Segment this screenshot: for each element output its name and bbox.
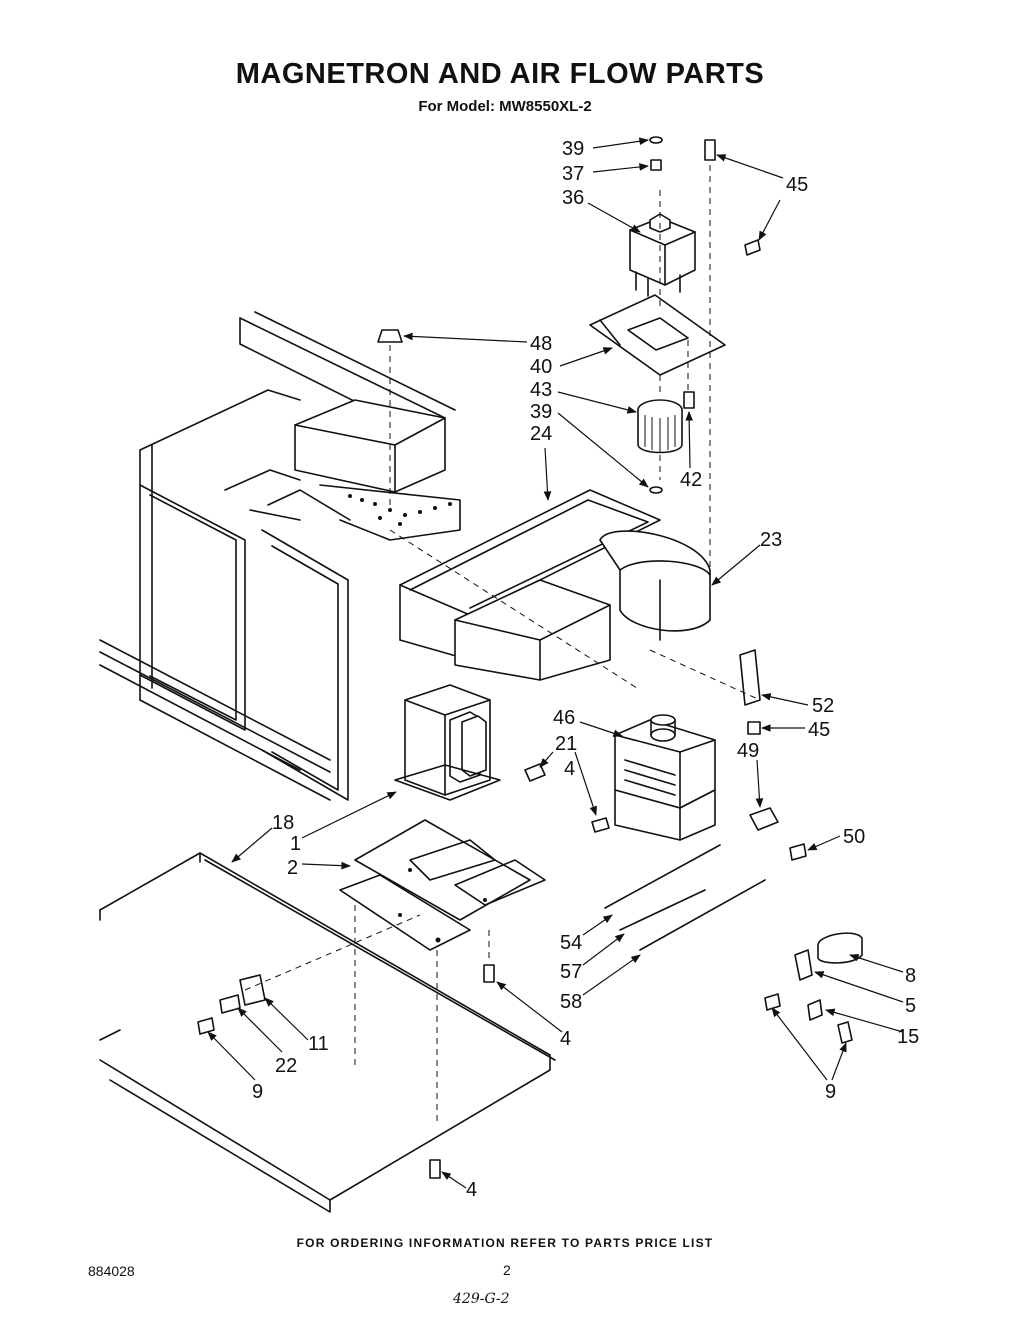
handwritten-note: 429-G-2 [453,1291,510,1307]
callout-54: 54 [560,932,582,954]
callout-9-right: 9 [825,1081,836,1103]
callout-8: 8 [905,965,916,987]
callout-48: 48 [530,333,552,355]
nut-48 [377,329,403,343]
callout-58: 58 [560,991,582,1013]
blower-housing [454,530,711,681]
screw-42 [683,391,695,409]
capacitor-8 [817,932,863,964]
transformer-base-plate [339,819,546,951]
clip-39-bottom [649,486,663,494]
ordering-note: FOR ORDERING INFORMATION REFER TO PARTS … [296,1236,714,1250]
oven-door-window [139,469,351,801]
callout-4-lower: 4 [560,1028,571,1050]
model-subtitle: For Model: MW8550XL-2 [418,98,592,115]
callout-49: 49 [737,740,759,762]
callout-42: 42 [680,469,702,491]
magnetron [614,714,716,841]
callout-50: 50 [843,826,865,848]
callout-labels: 39 37 36 45 48 40 43 39 24 42 23 52 45 4… [252,138,919,1201]
switch-52 [739,649,761,706]
clip-21 [524,763,546,782]
callout-52: 52 [812,695,834,717]
callout-21: 21 [555,733,577,755]
callout-24: 24 [530,423,552,445]
document-number: 884028 [88,1263,135,1279]
fan-bracket [589,294,726,376]
screw-9-right-a [764,993,781,1011]
screw-4-mid [591,817,610,833]
callout-45-lower: 45 [808,719,830,741]
bracket-11 [239,974,266,1006]
callout-43: 43 [530,379,552,401]
diode-15 [807,999,823,1021]
screw-9-right-b [837,1021,853,1044]
callout-36: 36 [562,187,584,209]
callout-5: 5 [905,995,916,1017]
screw-50 [789,843,807,861]
control-shroud [294,399,461,541]
callout-37: 37 [562,163,584,185]
callout-18: 18 [272,812,294,834]
wire-57 [619,889,706,931]
callout-4-mid: 4 [564,758,575,780]
callout-4-bottom: 4 [466,1179,477,1201]
screw-45-lower [747,721,761,735]
callout-9-left: 9 [252,1081,263,1103]
screw-4-bottom [429,1159,441,1179]
hardware-parts [197,136,863,1179]
washer-37 [650,159,662,171]
callout-23: 23 [760,529,782,551]
callout-1: 1 [290,833,301,855]
capacitor-bracket-5 [794,949,813,981]
callout-15: 15 [897,1026,919,1048]
callout-2: 2 [287,857,298,879]
callout-45-top: 45 [786,174,808,196]
screw-4-lower [483,964,495,983]
callout-39-top: 39 [562,138,584,160]
page-title: MAGNETRON AND AIR FLOW PARTS [235,58,765,90]
thermal-cutout-49 [749,807,779,831]
oven-cabinet [99,311,456,801]
clip-39-top [649,136,663,144]
fan-motor [629,213,696,297]
transformer [394,684,501,801]
callout-39-mid: 39 [530,401,552,423]
callout-40: 40 [530,356,552,378]
base-pan [99,852,556,1213]
page-number: 2 [503,1262,511,1278]
callout-11: 11 [308,1033,329,1055]
callout-46: 46 [553,707,575,729]
screw-45-top [704,139,716,161]
callout-22: 22 [275,1055,297,1077]
callout-57: 57 [560,961,582,983]
wire-58 [639,879,766,951]
alignment-lines [244,165,761,1125]
blower-fan [637,399,683,454]
leader-lines [207,137,904,1189]
fuse-holder-22 [219,994,241,1014]
screw-9-left [197,1017,215,1035]
wire-54 [604,844,721,909]
screw-45-side [744,239,761,256]
